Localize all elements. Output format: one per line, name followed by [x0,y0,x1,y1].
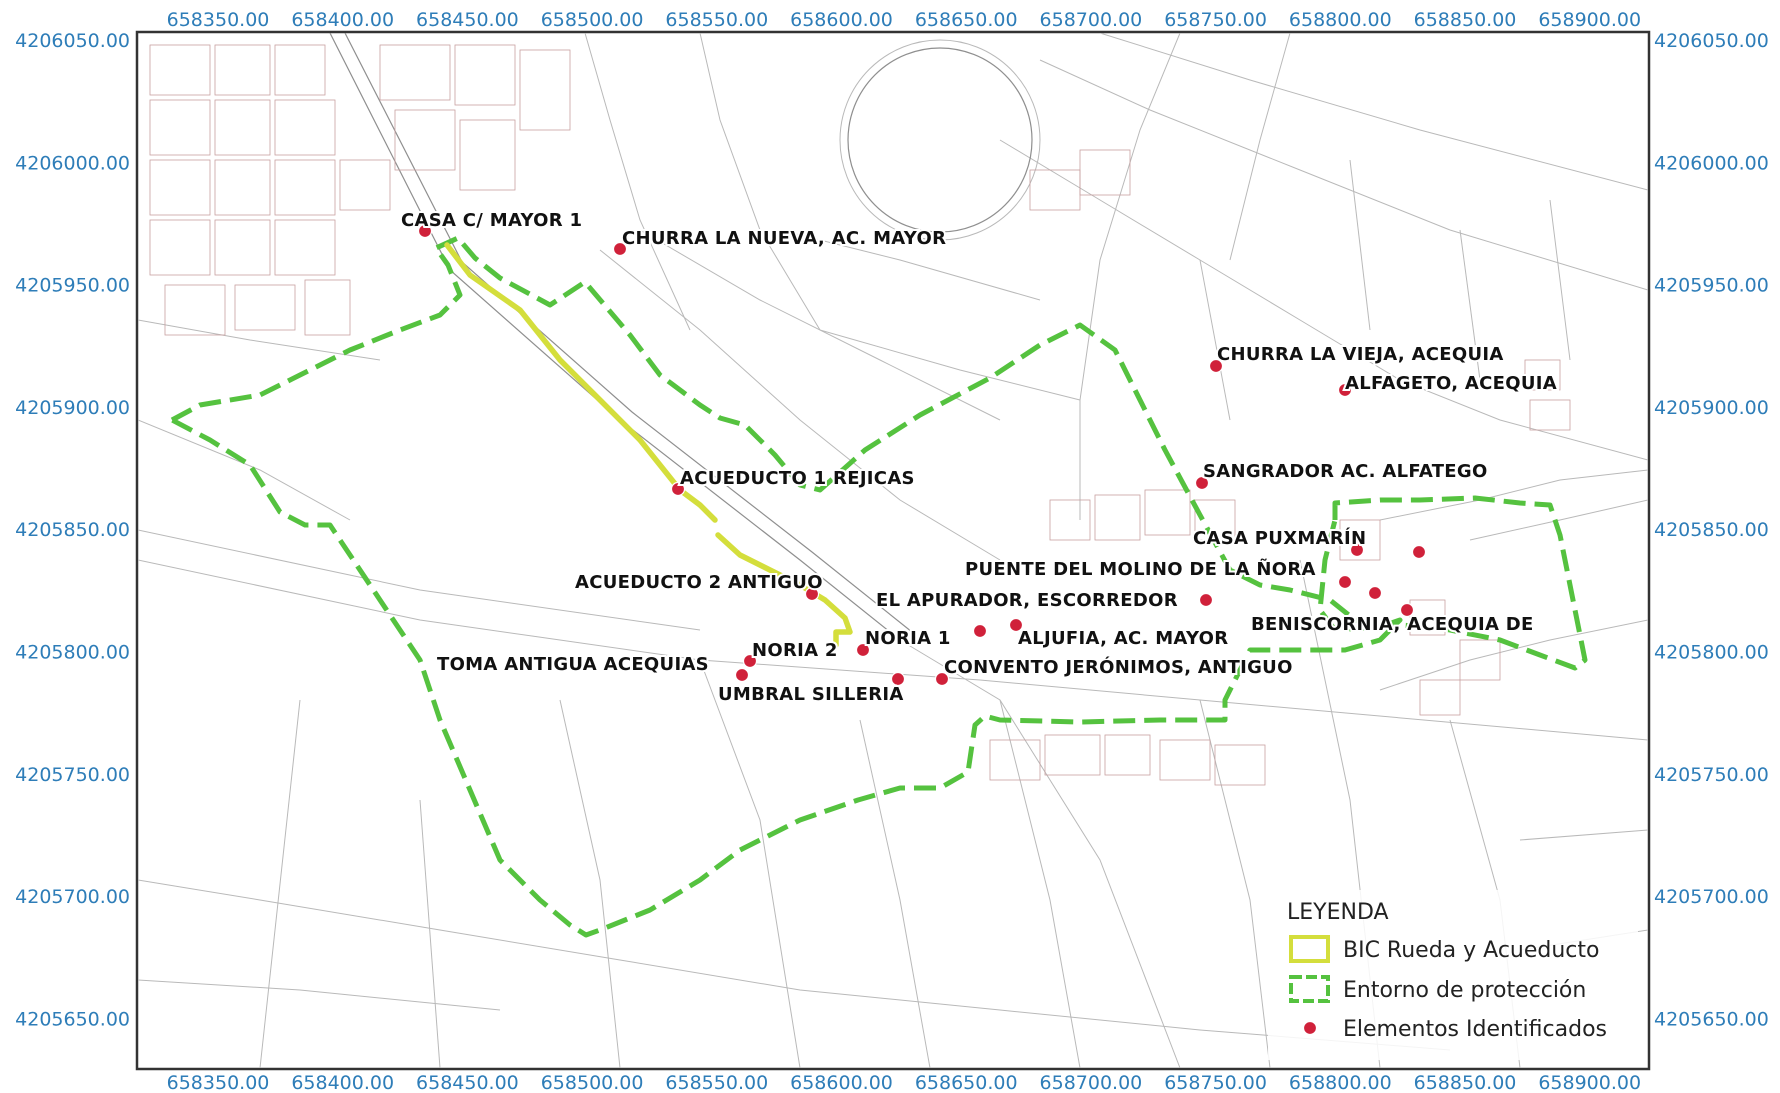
point-acueducto-2: ACUEDUCTO 2 ANTIGUO [573,570,825,602]
point-casa-puxmarin: CASA PUXMARÍN [1191,525,1368,558]
x-tick-top: 658700.00 [1040,9,1143,31]
legend-title: LEYENDA [1287,900,1389,925]
y-tick-left: 4205850.00 [15,519,130,541]
y-tick-left: 4205900.00 [15,397,130,419]
point-noria-2: NORIA 2 [742,638,839,669]
label-noria-2: NORIA 2 [752,640,838,661]
x-tick-bottom: 658700.00 [1040,1072,1143,1093]
y-tick-right: 4205700.00 [1654,886,1769,908]
x-tick-top: 658350.00 [167,9,270,31]
label-casa-puxmarin: CASA PUXMARÍN [1193,527,1366,549]
label-toma-antigua: TOMA ANTIGUA ACEQUIAS [437,654,709,675]
legend-label-elementos: Elementos Identificados [1343,1017,1607,1042]
legend-label-bic: BIC Rueda y Acueducto [1343,938,1600,963]
x-tick-top: 658850.00 [1414,9,1517,31]
label-churra-la-vieja: CHURRA LA VIEJA, ACEQUIA [1217,344,1504,365]
x-tick-bottom: 658600.00 [790,1072,893,1093]
x-tick-top: 658550.00 [665,9,768,31]
x-tick-top: 658400.00 [291,9,394,31]
label-puente-molino: PUENTE DEL MOLINO DE LA ÑORA [965,557,1316,580]
label-umbral: UMBRAL SILLERIA [718,684,904,705]
label-noria-1: NORIA 1 [865,628,951,649]
label-apurador: EL APURADOR, ESCORREDOR [876,590,1178,611]
x-tick-bottom: 658500.00 [541,1072,644,1093]
label-beniscornia: BENISCORNIA, ACEQUIA DE [1251,614,1534,635]
x-tick-bottom: 658750.00 [1164,1072,1267,1093]
x-tick-top: 658750.00 [1164,9,1267,31]
y-tick-right: 4205650.00 [1654,1008,1769,1030]
label-sangrador: SANGRADOR AC. ALFATEGO [1203,461,1488,482]
y-tick-left: 4205650.00 [15,1008,130,1030]
point-churra-la-vieja: CHURRA LA VIEJA, ACEQUIA [1208,342,1505,374]
point-noria-1: NORIA 1 [855,626,952,658]
bic-aqueduct-line [444,242,853,648]
x-tick-top: 658450.00 [416,9,519,31]
point-casa-c-mayor-1: CASA C/ MAYOR 1 [399,208,584,239]
y-tick-left: 4205950.00 [15,275,130,297]
point-churra-la-nueva: CHURRA LA NUEVA, AC. MAYOR [612,226,948,257]
y-tick-left: 4205700.00 [15,886,130,908]
point-puente-2 [1367,585,1383,601]
identified-elements: CASA C/ MAYOR 1 CHURRA LA NUEVA, AC. MAY… [399,208,1559,707]
x-tick-bottom: 658850.00 [1414,1072,1517,1093]
point-acueducto-1: ACUEDUCTO 1 REJICAS [670,466,917,497]
label-casa-c-mayor-1: CASA C/ MAYOR 1 [401,210,582,231]
y-tick-right: 4205750.00 [1654,764,1769,786]
label-convento: CONVENTO JERÓNIMOS, ANTIGUO [944,656,1293,678]
point-beniscornia: BENISCORNIA, ACEQUIA DE [1249,602,1535,637]
point-aljufia: ALJUFIA, AC. MAYOR [1008,617,1230,651]
y-tick-right: 4206000.00 [1654,152,1769,174]
point-apurador: EL APURADOR, ESCORREDOR [874,588,1214,613]
x-tick-top: 658600.00 [790,9,893,31]
top-coordinate-labels: 658350.00 658400.00 658450.00 658500.00 6585… [167,9,1641,31]
label-aljufia: ALJUFIA, AC. MAYOR [1018,628,1228,649]
y-tick-left: 4206000.00 [15,152,130,174]
x-tick-bottom: 658900.00 [1538,1072,1641,1093]
label-acueducto-2: ACUEDUCTO 2 ANTIGUO [575,572,823,593]
protection-zone-boundary [169,235,1588,938]
bottom-coordinate-labels: 658350.00 658400.00 658450.00 658500.00 6585… [167,1072,1641,1093]
legend: LEYENDA BIC Rueda y Acueducto Entorno de… [1268,890,1638,1060]
point-umbral: UMBRAL SILLERIA [716,671,905,707]
label-alfageto: ALFAGETO, ACEQUIA [1345,373,1557,394]
label-churra-la-nueva: CHURRA LA NUEVA, AC. MAYOR [622,228,946,249]
left-coordinate-labels: 4206050.00 4206000.00 4205950.00 4205900.00… [15,30,130,1030]
point-sangrador: SANGRADOR AC. ALFATEGO [1194,459,1489,491]
point-puxmarin-east [1411,544,1427,560]
y-tick-right: 4205850.00 [1654,519,1769,541]
legend-item-elementos: Elementos Identificados [1302,1017,1607,1042]
x-tick-bottom: 658550.00 [665,1072,768,1093]
y-tick-right: 4205950.00 [1654,275,1769,297]
legend-item-bic: BIC Rueda y Acueducto [1289,935,1600,963]
point-alfageto: ALFAGETO, ACEQUIA [1337,371,1559,398]
label-acueducto-1: ACUEDUCTO 1 REJICAS [680,468,915,489]
y-tick-right: 4205800.00 [1654,642,1769,664]
legend-label-entorno: Entorno de protección [1343,978,1586,1003]
point-convento: CONVENTO JERÓNIMOS, ANTIGUO [934,654,1294,687]
y-tick-right: 4205900.00 [1654,397,1769,419]
point-aljufia-west [972,623,988,639]
x-tick-top: 658500.00 [541,9,644,31]
point-puente-molino: PUENTE DEL MOLINO DE LA ÑORA [963,555,1353,590]
y-tick-left: 4206050.00 [15,30,130,52]
x-tick-top: 658650.00 [915,9,1018,31]
point-toma-antigua: TOMA ANTIGUA ACEQUIAS [435,652,750,683]
x-tick-bottom: 658450.00 [416,1072,519,1093]
x-tick-bottom: 658400.00 [291,1072,394,1093]
y-tick-right: 4206050.00 [1654,30,1769,52]
legend-item-entorno: Entorno de protección [1289,975,1586,1003]
x-tick-bottom: 658650.00 [915,1072,1018,1093]
cadastral-basemap [138,33,1648,1068]
x-tick-bottom: 658800.00 [1289,1072,1392,1093]
x-tick-top: 658900.00 [1538,9,1641,31]
y-tick-left: 4205800.00 [15,642,130,664]
x-tick-bottom: 658350.00 [167,1072,270,1093]
x-tick-top: 658800.00 [1289,9,1392,31]
right-coordinate-labels: 4206050.00 4206000.00 4205950.00 4205900.00… [1654,30,1769,1030]
y-tick-left: 4205750.00 [15,764,130,786]
